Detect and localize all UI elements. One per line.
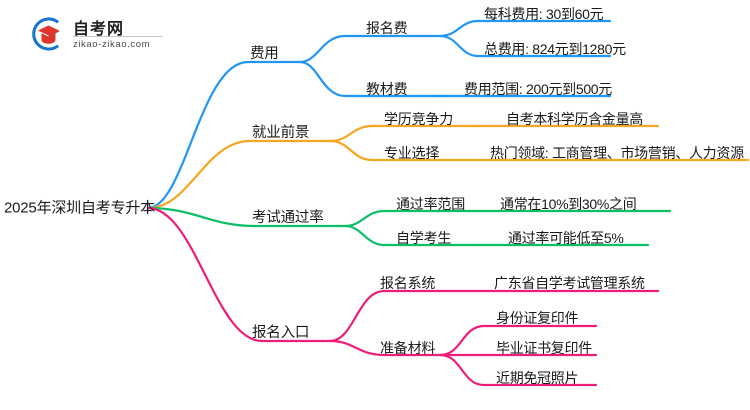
branch-wires-fee <box>146 19 612 210</box>
node-fee-textbook-fee[interactable]: 教材费 <box>366 81 408 97</box>
branch-wires-employment <box>146 124 750 210</box>
node-fee-registration-fee[interactable]: 报名费 <box>366 20 408 36</box>
node-pass-rate-low[interactable]: 通过率可能低至5% <box>508 230 624 246</box>
node-employment-degree-value[interactable]: 自考本科学历含金量高 <box>506 111 643 127</box>
node-registration[interactable]: 报名入口 <box>252 324 310 341</box>
node-registration-materials[interactable]: 准备材料 <box>380 340 436 356</box>
mindmap-root-node[interactable]: 2025年深圳自考专升本 <box>4 199 155 217</box>
node-pass-rate-range-label[interactable]: 通过率范围 <box>396 196 465 212</box>
branch-wires-pass-rate <box>146 206 672 247</box>
logo-divider <box>73 36 163 37</box>
node-registration-gd-system[interactable]: 广东省自学考试管理系统 <box>494 275 645 291</box>
site-logo: 自考网 zikao-zikao.com <box>27 12 167 56</box>
branch-wires-registration <box>146 206 660 387</box>
graduation-cap-swoosh-icon <box>32 17 59 51</box>
logo-brand-name: 自考网 <box>73 21 125 38</box>
node-fee-range[interactable]: 费用范围: 200元到500元 <box>464 81 612 97</box>
node-employment[interactable]: 就业前景 <box>252 124 310 141</box>
node-pass-rate[interactable]: 考试通过率 <box>252 209 324 226</box>
node-employment-hot-fields[interactable]: 热门领域: 工商管理、市场营销、人力资源 <box>490 145 744 161</box>
logo-domain: zikao-zikao.com <box>73 39 151 50</box>
node-pass-rate-typical[interactable]: 通常在10%到30%之间 <box>500 196 637 212</box>
node-fee-per-subject[interactable]: 每科费用: 30到60元 <box>484 6 604 22</box>
node-employment-major-choice[interactable]: 专业选择 <box>384 145 440 161</box>
node-material-id-copy[interactable]: 身份证复印件 <box>496 310 579 326</box>
node-material-recent-photo[interactable]: 近期免冠照片 <box>496 370 579 386</box>
node-registration-system-label[interactable]: 报名系统 <box>380 275 436 291</box>
node-pass-rate-self-study[interactable]: 自学考生 <box>396 230 452 246</box>
node-fee[interactable]: 费用 <box>250 45 279 62</box>
node-material-diploma-copy[interactable]: 毕业证书复印件 <box>496 340 592 356</box>
node-employment-degree-competitiveness[interactable]: 学历竞争力 <box>384 111 453 127</box>
node-fee-total[interactable]: 总费用: 824元到1280元 <box>484 41 626 57</box>
